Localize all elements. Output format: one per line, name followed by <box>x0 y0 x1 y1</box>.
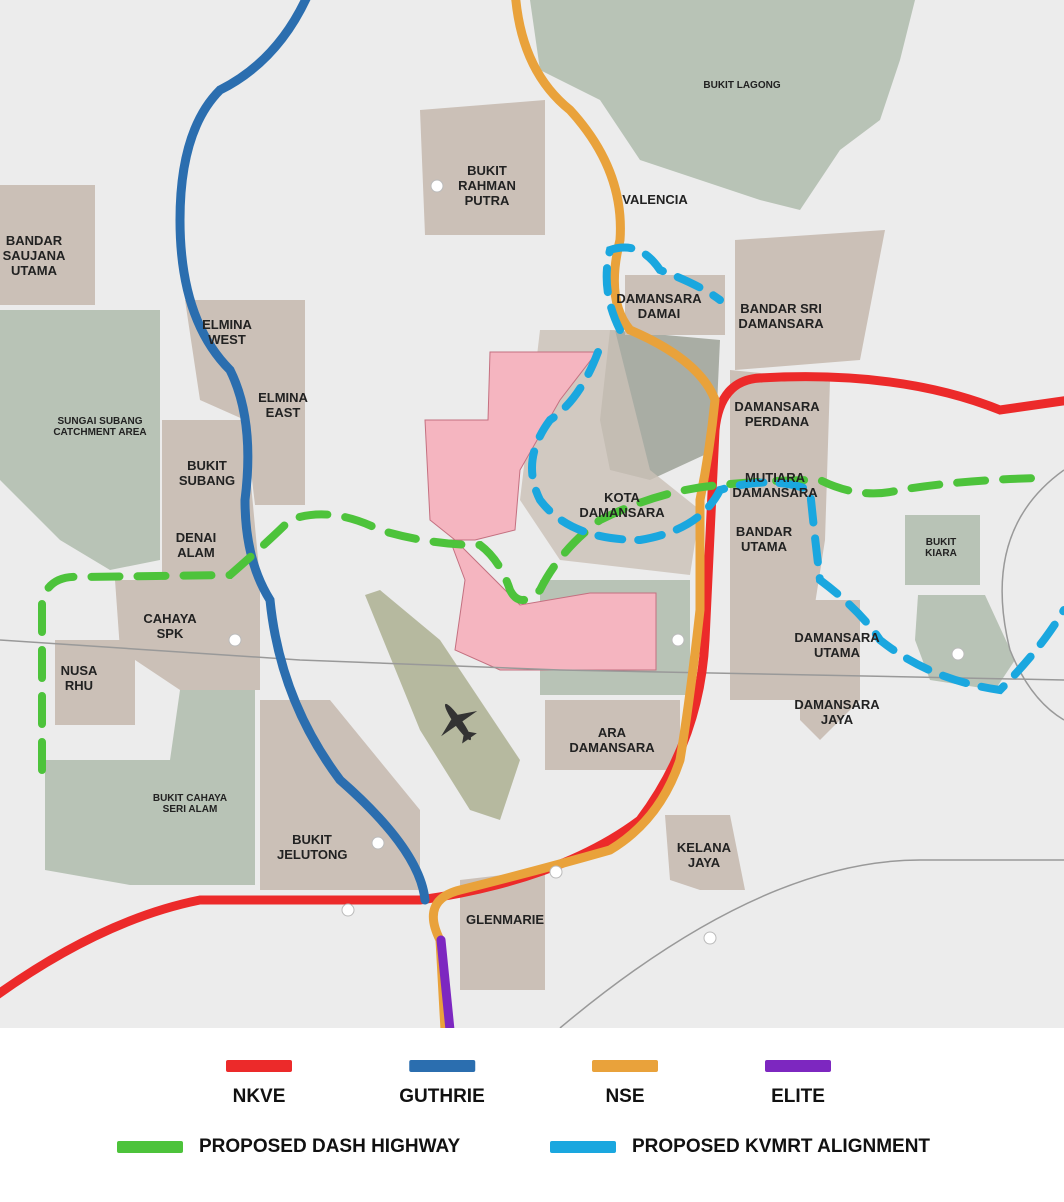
label-denai-alam: DENAI ALAM <box>175 530 217 560</box>
guthrie-highway <box>175 0 430 905</box>
label-sungai-subang: SUNGAI SUBANG CATCHMENT AREA <box>53 416 147 438</box>
label-bukit-subang: BUKIT SUBANG <box>178 458 236 488</box>
label-mutiara-damansara: MUTIARA DAMANSARA <box>732 470 818 500</box>
map-canvas <box>0 0 1064 1028</box>
label-bandar-utama: BANDAR UTAMA <box>735 524 793 554</box>
kiara-golf-area <box>915 595 1015 690</box>
proposed-dash-highway <box>38 474 1044 774</box>
dash-swatch <box>117 1141 183 1153</box>
damansara-utama-area <box>800 600 860 740</box>
guthrie-swatch <box>409 1060 475 1072</box>
label-bandar-saujana-utama: BANDAR SAUJANA UTAMA <box>2 233 66 278</box>
legend-label: NSE <box>605 1086 645 1107</box>
label-elmina-east: ELMINA EAST <box>258 390 308 420</box>
legend-label: ELITE <box>771 1086 825 1107</box>
glenmarie-area <box>460 870 545 990</box>
bukit-rahman-putra-area <box>420 100 545 235</box>
elite-swatch <box>765 1060 831 1072</box>
nusa-rhu-area <box>55 640 135 725</box>
legend-label: PROPOSED DASH HIGHWAY <box>199 1136 461 1157</box>
nkve-swatch <box>226 1060 292 1072</box>
bukit-cahaya-area <box>45 690 255 885</box>
nse-swatch <box>592 1060 658 1072</box>
bandar-sri-area <box>735 230 885 370</box>
damansara-damai-area <box>625 275 725 335</box>
label-bukit-lagong: BUKIT LAGONG <box>703 80 781 91</box>
bukit-kiara-area <box>905 515 980 585</box>
label-nusa-rhu: NUSA RHU <box>60 663 98 693</box>
legend-label: GUTHRIE <box>399 1086 485 1107</box>
legend-guthrie: GUTHRIE <box>399 1060 485 1108</box>
label-cahaya-spk: CAHAYA SPK <box>143 611 197 641</box>
airport-area <box>365 590 520 820</box>
golf-course-icon <box>228 179 965 945</box>
legend-nse: NSE <box>592 1060 658 1108</box>
legend-elite: ELITE <box>765 1060 831 1108</box>
label-bandar-sri-damansara: BANDAR SRI DAMANSARA <box>738 301 824 331</box>
label-damansara-jaya: DAMANSARA JAYA <box>794 697 880 727</box>
proposed-kvmrt-alignment <box>528 243 1064 695</box>
map-area: BUKIT LAGONG BUKIT RAHMAN PUTRA VALENCIA… <box>0 0 1064 1028</box>
legend-dash: PROPOSED DASH HIGHWAY <box>117 1136 460 1158</box>
kelana-jaya-area <box>665 815 745 890</box>
label-ara-damansara: ARA DAMANSARA <box>569 725 655 755</box>
bandar-saujana-area <box>0 185 95 305</box>
label-valencia: VALENCIA <box>622 192 688 207</box>
label-bukit-kiara: BUKIT KIARA <box>925 537 957 559</box>
ara-area <box>545 700 680 770</box>
local-roads <box>0 469 1064 1028</box>
elite-highway <box>436 935 455 1028</box>
kvmrt-swatch <box>550 1141 616 1153</box>
label-bukit-jelutong: BUKIT JELUTONG <box>277 832 348 862</box>
label-bukit-cahaya-seri-alam: BUKIT CAHAYA SERI ALAM <box>152 793 228 815</box>
label-elmina-west: ELMINA WEST <box>202 317 252 347</box>
label-bukit-rahman-putra: BUKIT RAHMAN PUTRA <box>458 163 516 208</box>
legend: NKVE GUTHRIE NSE ELITE PROPOSED DASH HIG… <box>0 1028 1064 1202</box>
sungai-subang-area <box>0 310 160 570</box>
legend-label: NKVE <box>232 1086 286 1107</box>
legend-nkve: NKVE <box>226 1060 292 1108</box>
legend-label: PROPOSED KVMRT ALIGNMENT <box>632 1136 931 1157</box>
label-glenmarie: GLENMARIE <box>466 912 544 927</box>
label-damansara-damai: DAMANSARA DAMAI <box>616 291 702 321</box>
label-kota-damansara: KOTA DAMANSARA <box>579 490 665 520</box>
bukit-subang-area <box>162 420 260 580</box>
label-damansara-utama: DAMANSARA UTAMA <box>794 630 880 660</box>
bukit-lagong-area <box>530 0 915 210</box>
label-damansara-perdana: DAMANSARA PERDANA <box>734 399 820 429</box>
legend-kvmrt: PROPOSED KVMRT ALIGNMENT <box>550 1136 930 1158</box>
label-kelana-jaya: KELANA JAYA <box>676 840 732 870</box>
cahaya-spk-area <box>115 580 260 690</box>
nse-highway <box>428 0 720 1028</box>
